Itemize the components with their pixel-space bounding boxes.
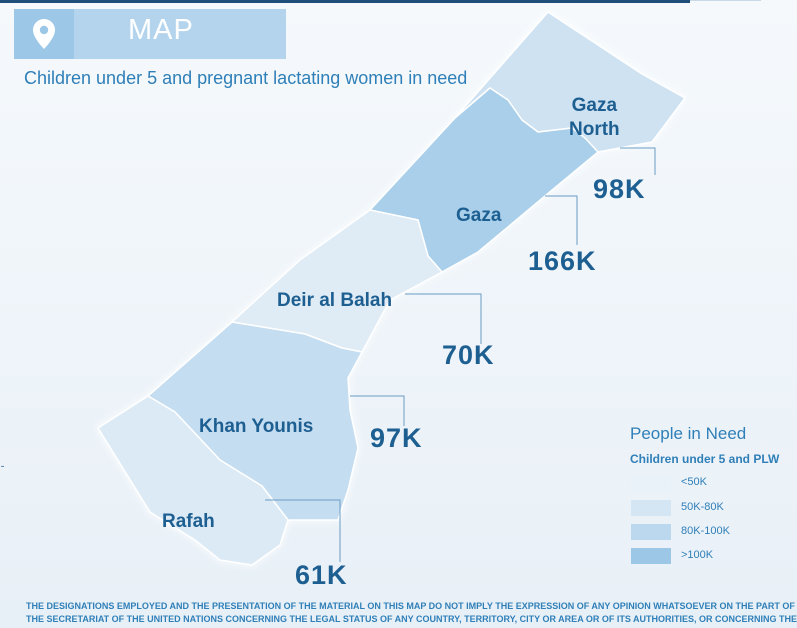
value-gaza-north: 98K [593, 174, 646, 204]
leader-line-deir-al-balah [405, 293, 482, 344]
page-title: MAP [128, 14, 194, 46]
legend-subtitle: Children under 5 and PLW [630, 452, 780, 466]
leader-line-gaza [545, 195, 578, 245]
leader-line-khan-younis [350, 395, 405, 426]
disclaimer-line-2: THE SECRETARIAT OF THE UNITED NATIONS CO… [26, 614, 797, 624]
leader-lines [265, 147, 656, 562]
top-rule-extension [690, 0, 761, 1]
leader-line-rafah [265, 499, 341, 562]
leader-line-gaza-north [620, 147, 656, 175]
label-gaza-north-line1: Gaza [571, 95, 618, 116]
legend-item-80k-100k: 80K-100K [631, 524, 751, 540]
edge-tick: ⁃ [0, 462, 5, 473]
gaza-strip-map [97, 11, 686, 566]
legend-item-50k-80k: 50K-80K [631, 500, 751, 516]
label-gaza: Gaza [456, 205, 502, 226]
legend-label: 80K-100K [681, 525, 730, 537]
label-khan-younis: Khan Younis [199, 416, 314, 437]
legend-label: 50K-80K [681, 501, 724, 513]
label-rafah: Rafah [162, 511, 215, 532]
region-rafah[interactable] [97, 395, 289, 566]
disclaimer: THE DESIGNATIONS EMPLOYED AND THE PRESEN… [26, 600, 797, 628]
location-pin-icon [14, 9, 74, 59]
legend-swatch [631, 548, 671, 564]
legend-swatch [631, 524, 671, 540]
legend-label: >100K [681, 549, 714, 561]
legend-item-gt100k: >100K [631, 548, 751, 564]
value-khan-younis: 97K [370, 423, 423, 453]
value-rafah: 61K [295, 560, 348, 590]
label-gaza-north-line2: North [569, 119, 620, 140]
top-rule [0, 0, 690, 3]
legend-title: People in Need [630, 424, 747, 443]
map-subtitle: Children under 5 and pregnant lactating … [24, 68, 468, 88]
legend-swatch [631, 500, 671, 516]
legend-item-lt50k: <50K [631, 475, 751, 491]
legend-label: <50K [681, 476, 707, 488]
legend-swatch [631, 475, 671, 491]
disclaimer-line-1: THE DESIGNATIONS EMPLOYED AND THE PRESEN… [26, 601, 795, 611]
value-deir-al-balah: 70K [442, 340, 495, 370]
label-deir-al-balah: Deir al Balah [277, 290, 393, 311]
label-gaza-north: Gaza North [569, 94, 620, 142]
value-gaza: 166K [528, 246, 597, 276]
